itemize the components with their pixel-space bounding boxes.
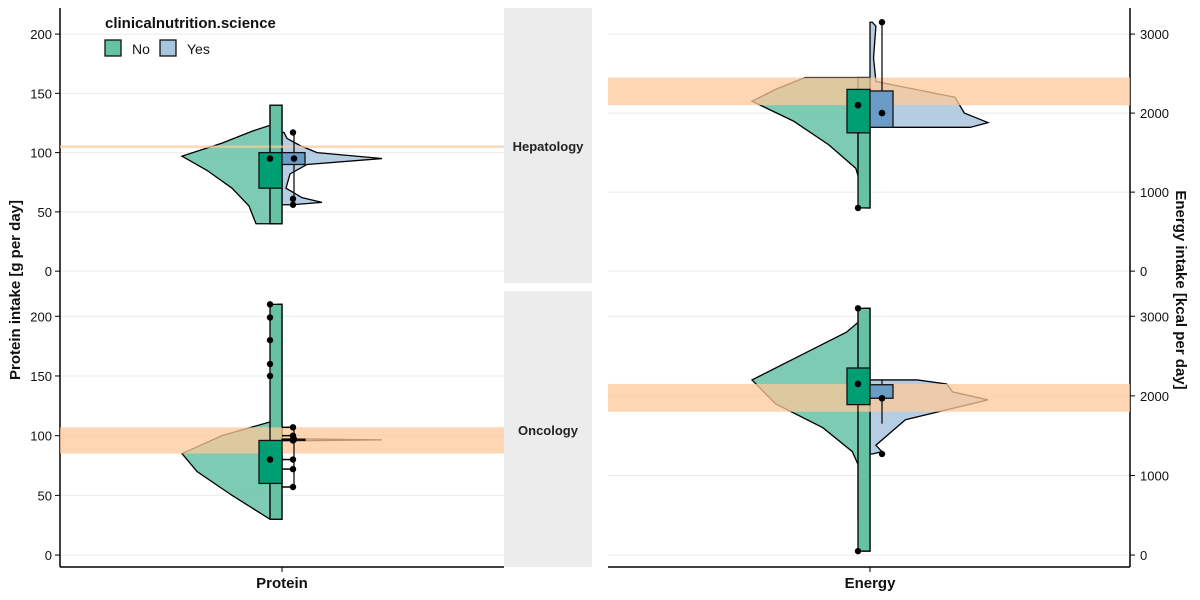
- violin-yes: [281, 131, 383, 206]
- y-tick-label: 200: [30, 27, 52, 42]
- data-point-yes: [289, 129, 297, 136]
- mean-point-no: [854, 380, 862, 388]
- range-bar-no: [269, 303, 283, 520]
- data-point-no: [266, 336, 274, 344]
- y-axis-title-right: Energy intake [kcal per day]: [1172, 190, 1189, 389]
- data-point-yes: [878, 450, 886, 458]
- y-tick-label: 1000: [1140, 468, 1169, 483]
- legend-swatch-no: [104, 39, 122, 57]
- y-tick-label: 0: [1140, 264, 1147, 279]
- y-tick-label: 50: [38, 205, 52, 220]
- panel-hepatology-energy: [608, 19, 1130, 212]
- mean-point-yes: [290, 155, 298, 162]
- y-tick-label: 0: [45, 548, 52, 563]
- y-tick-label: 2000: [1140, 389, 1169, 404]
- data-point-yes: [289, 424, 297, 431]
- data-point-yes: [289, 465, 297, 473]
- mean-point-yes: [878, 394, 886, 402]
- y-tick-label: 3000: [1140, 309, 1169, 324]
- reference-band: [60, 145, 504, 148]
- y-tick-label: 0: [1140, 548, 1147, 563]
- data-point-yes: [289, 195, 297, 203]
- data-point-yes: [289, 437, 297, 444]
- panel-oncology-energy: [608, 305, 1130, 555]
- data-point-yes: [289, 483, 297, 491]
- box-no: [258, 151, 283, 189]
- data-point-no: [266, 301, 274, 308]
- y-tick-label: 150: [30, 369, 52, 384]
- facet-label: Oncology: [518, 423, 579, 438]
- facet-label: Hepatology: [513, 139, 585, 154]
- legend-label: Yes: [187, 41, 210, 57]
- data-point-no: [854, 305, 862, 312]
- data-point-yes: [289, 456, 297, 463]
- y-tick-label: 3000: [1140, 27, 1169, 42]
- facet-strip-hepatology: [504, 8, 592, 283]
- y-tick-label: 200: [30, 309, 52, 324]
- y-tick-label: 100: [30, 146, 52, 161]
- mean-point-no: [266, 456, 274, 463]
- y-tick-label: 150: [30, 86, 52, 101]
- y-tick-label: 0: [45, 264, 52, 279]
- data-point-yes: [289, 201, 297, 208]
- data-point-yes: [878, 19, 886, 26]
- data-point-no: [266, 372, 274, 380]
- violin-no: [180, 303, 283, 520]
- data-point-no: [266, 360, 274, 368]
- y-tick-label: 50: [38, 488, 52, 503]
- data-point-no: [854, 204, 862, 212]
- x-tick-label: Protein: [256, 575, 308, 592]
- legend-swatch-yes: [159, 39, 177, 57]
- legend-label: No: [132, 41, 150, 57]
- y-axis-title-left: Protein intake [g per day]: [7, 200, 24, 380]
- data-point-no: [854, 547, 862, 555]
- y-tick-label: 100: [30, 429, 52, 444]
- box-no: [846, 88, 871, 134]
- mean-point-no: [854, 101, 862, 109]
- y-tick-label: 2000: [1140, 106, 1169, 121]
- legend-title: clinicalnutrition.science: [105, 15, 276, 32]
- y-tick-label: 1000: [1140, 185, 1169, 200]
- panel-oncology-protein: [60, 301, 504, 520]
- range-bar-no: [857, 307, 871, 552]
- panel-hepatology-protein: [60, 104, 504, 225]
- data-point-no: [266, 314, 274, 321]
- violin-no: [750, 307, 871, 552]
- mean-point-no: [266, 155, 274, 162]
- mean-point-yes: [878, 109, 886, 117]
- x-tick-label: Energy: [845, 575, 897, 592]
- box-yes: [869, 90, 894, 128]
- facet-strip-oncology: [504, 291, 592, 567]
